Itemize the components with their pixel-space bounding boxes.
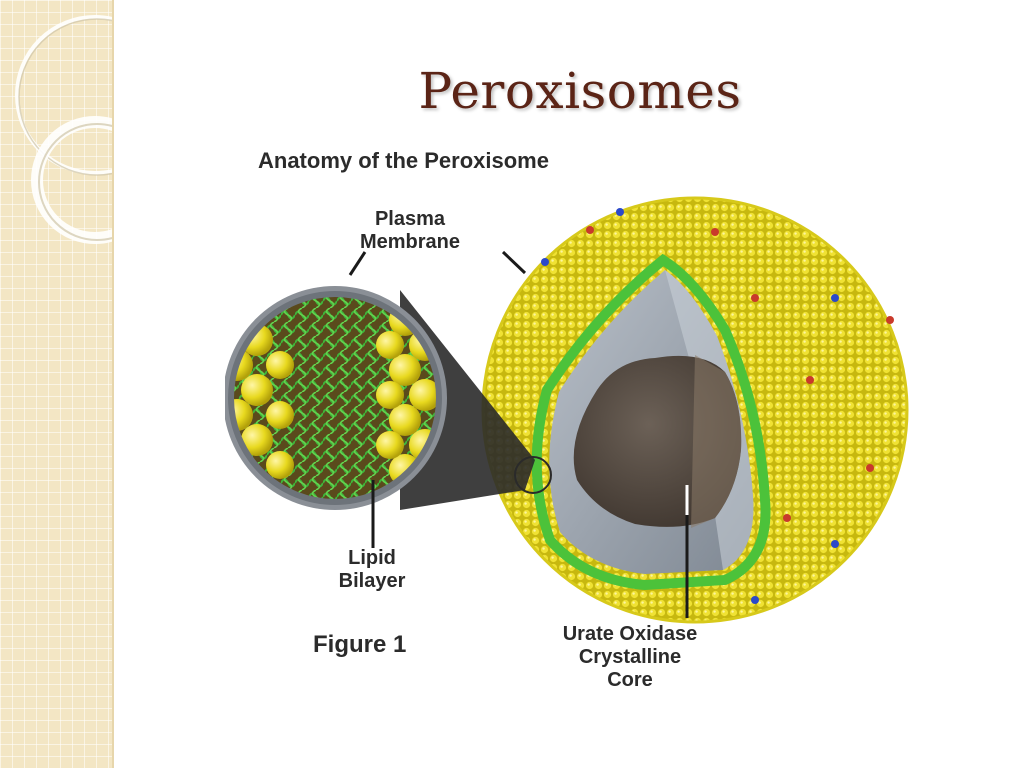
peroxisome-sphere xyxy=(481,196,909,624)
pointer-line-membrane-inset xyxy=(348,251,367,276)
svg-text:Urate Oxidase: Urate Oxidase xyxy=(563,623,698,645)
svg-text:Plasma: Plasma xyxy=(375,208,446,230)
peroxisome-figure: Anatomy of the Peroxisome xyxy=(223,140,925,700)
figure-heading: Anatomy of the Peroxisome xyxy=(258,148,549,173)
svg-text:Core: Core xyxy=(607,669,653,691)
label-plasma-membrane: Plasma Membrane xyxy=(348,208,527,276)
label-core: Urate Oxidase Crystalline Core xyxy=(563,485,698,691)
svg-text:Membrane: Membrane xyxy=(360,231,460,253)
figure-caption: Figure 1 xyxy=(313,631,406,658)
slide-title: Peroxisomes xyxy=(418,62,742,120)
svg-text:Crystalline: Crystalline xyxy=(579,646,681,668)
svg-text:Lipid: Lipid xyxy=(348,547,396,569)
decorative-side-panel xyxy=(0,0,114,768)
lipid-bilayer-inset xyxy=(223,286,447,510)
zoom-connector xyxy=(400,290,535,510)
svg-text:Bilayer: Bilayer xyxy=(339,570,406,592)
pointer-line-membrane-sphere xyxy=(501,250,527,275)
zoom-focus-circle xyxy=(514,456,552,494)
label-lipid-bilayer: Lipid Bilayer xyxy=(339,480,406,592)
peroxisome-diagram: Anatomy of the Peroxisome xyxy=(223,148,909,691)
decorative-circles xyxy=(15,15,112,244)
